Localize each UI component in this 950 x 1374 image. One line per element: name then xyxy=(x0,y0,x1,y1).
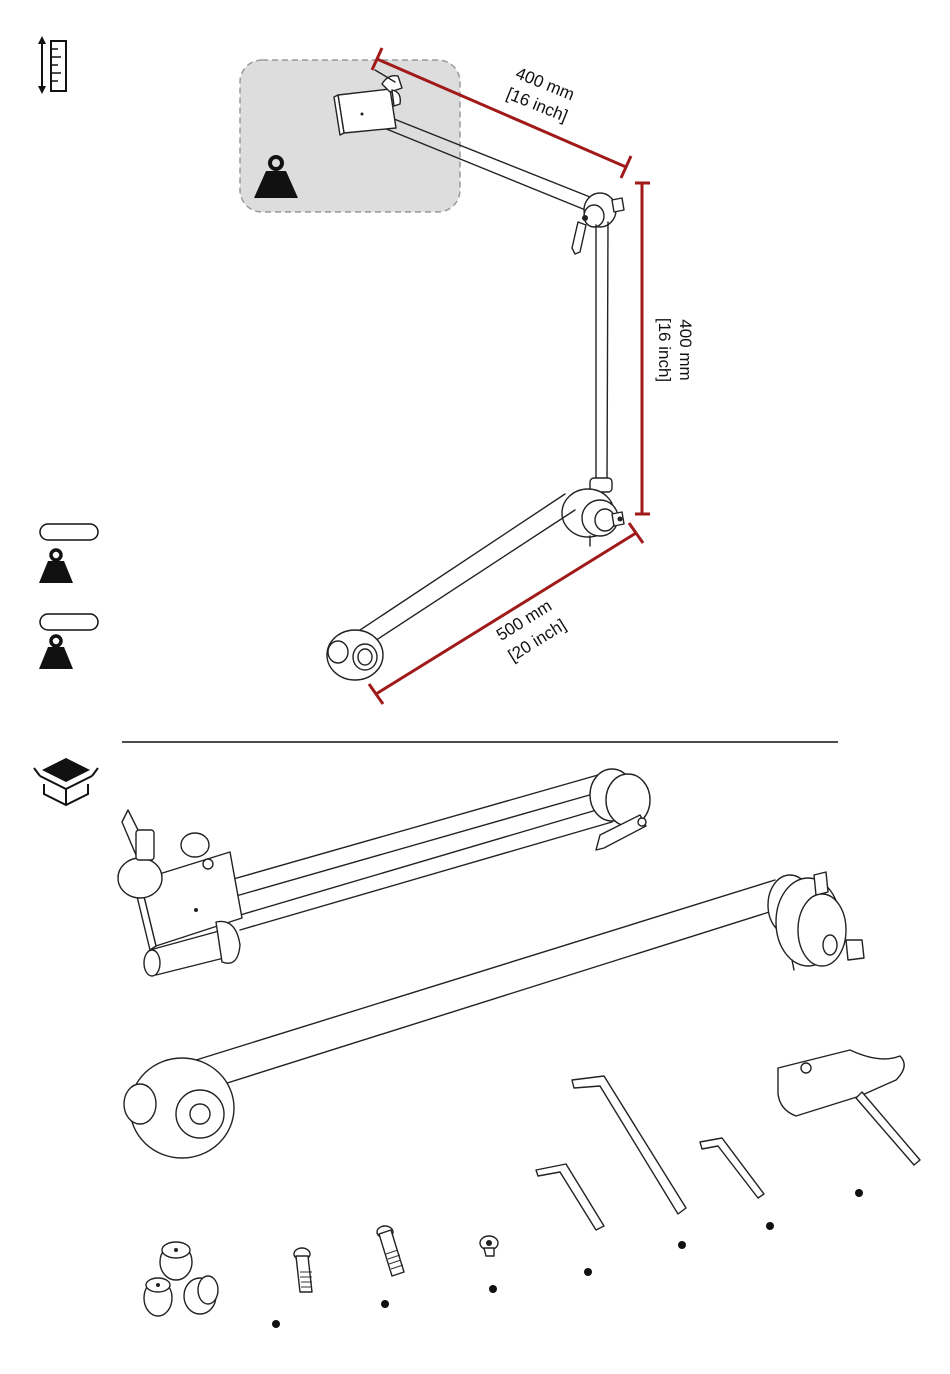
hex-key-medium xyxy=(536,1164,604,1230)
middle-arm-length-imperial: [16 inch] xyxy=(655,318,674,382)
dimension-lower-arm xyxy=(369,523,643,704)
load-indicator-2 xyxy=(39,614,98,669)
bolt-short xyxy=(294,1248,312,1292)
ruler-icon xyxy=(38,36,66,94)
hex-key-small xyxy=(700,1138,764,1198)
middle-arm-length-metric: 400 mm xyxy=(676,319,695,380)
hex-key-long xyxy=(572,1076,686,1214)
load-indicator-1 xyxy=(39,524,98,583)
arm-segment-folded xyxy=(118,769,650,976)
bolt-long xyxy=(377,1226,404,1276)
screw-small xyxy=(480,1236,498,1256)
box-contents-icon xyxy=(34,758,98,805)
item-markers xyxy=(272,1189,863,1328)
rubber-caps xyxy=(144,1242,218,1316)
t-handle-key xyxy=(778,1050,920,1165)
dimension-middle-arm xyxy=(635,183,650,514)
